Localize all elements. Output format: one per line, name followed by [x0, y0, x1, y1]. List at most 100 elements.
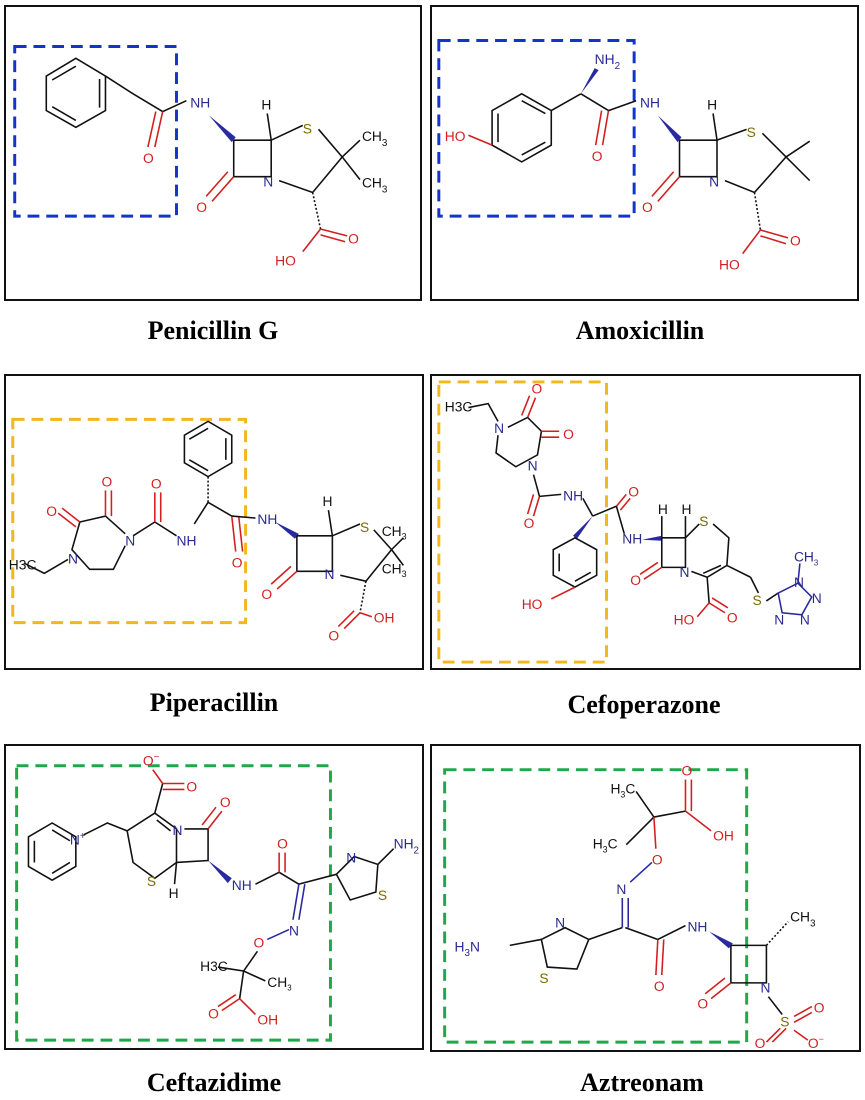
panel-amoxicillin: HO NH2 O NH O N H S O HO [430, 5, 859, 301]
atom-nh: NH [232, 877, 252, 893]
side-chain-highlight-box [437, 380, 609, 664]
panel-penicillin-g: O NH O N H S CH3 CH3 O HO [4, 5, 422, 301]
pyridinium-ring [27, 822, 77, 882]
atom-n: N [709, 174, 719, 190]
caption-penicillin-g: Penicillin G [147, 316, 279, 345]
atom-o: O [102, 473, 113, 489]
atom-o: O [727, 610, 738, 626]
atom-nh: NH [687, 919, 707, 935]
benzene-ring [491, 92, 553, 163]
atom-o: O [652, 851, 663, 867]
atom-o: O [253, 934, 264, 950]
atom-o: O [697, 996, 708, 1012]
atom-o: O [328, 627, 339, 643]
atom-o: O [642, 199, 653, 215]
caption-aztreonam: Aztreonam [580, 1068, 704, 1097]
atom-n: N [173, 822, 183, 838]
atom-ch3: CH3 [790, 909, 816, 930]
atom-h3n: H3N [455, 938, 480, 959]
structure-cefoperazone: H3C N O O N O NH HO O NH H [437, 380, 822, 664]
atom-s: S [699, 513, 708, 529]
caption-cefoperazone: Cefoperazone [567, 690, 721, 719]
panel-ceftazidime: N+ O− O N O S H NH O N O H3C CH3 [4, 744, 424, 1050]
atom-oh: OH [257, 1011, 278, 1027]
atom-ho: HO [445, 128, 466, 144]
atom-nh: NH [563, 487, 583, 503]
panel-cefoperazone: H3C N O O N O NH HO O NH H [430, 374, 861, 670]
thiazole-ring [335, 855, 379, 901]
structure-amoxicillin: HO NH2 O NH O N H S O HO [437, 39, 811, 272]
atom-ho: HO [522, 596, 543, 612]
atom-n: N [555, 915, 565, 931]
atom-o: O [348, 231, 359, 247]
atom-n: N [812, 590, 822, 606]
atom-o: O [143, 150, 154, 166]
atom-s: S [303, 120, 312, 136]
atom-o: O [630, 572, 641, 588]
atom-o: O [524, 515, 535, 531]
atom-h: H [682, 501, 692, 517]
caption-piperacillin: Piperacillin [149, 688, 279, 717]
atom-ch3: CH3 [794, 548, 819, 567]
atom-nh: NH [190, 95, 210, 111]
atom-n: N [774, 612, 784, 628]
atom-h3c: H3C [610, 780, 635, 799]
atom-s: S [747, 124, 756, 140]
atom-n: N [324, 566, 334, 582]
atom-o: O [592, 148, 603, 164]
structure-penicillin-g: O NH O N H S CH3 CH3 O HO [13, 44, 388, 268]
atom-n: N [616, 881, 626, 897]
atom-o: O [186, 778, 197, 794]
atom-h: H [323, 493, 333, 509]
structure-ceftazidime: N+ O− O N O S H NH O N O H3C CH3 [15, 752, 419, 1042]
atom-nh: NH [622, 531, 642, 547]
atom-ch3: CH3 [382, 560, 407, 579]
atom-o: O [654, 978, 665, 994]
atom-o: O [232, 554, 243, 570]
structure-aztreonam: H3C H3C O OH O N O NH CH3 O N S [443, 763, 825, 1051]
atom-ho: HO [674, 612, 695, 628]
atom-o: O [682, 763, 693, 779]
atom-o: O [790, 233, 801, 249]
atom-n: N [68, 550, 78, 566]
atom-nh: NH [640, 95, 660, 111]
atom-nh2: NH2 [595, 51, 620, 72]
atom-oh: OH [374, 610, 395, 626]
atom-oh: OH [713, 828, 734, 844]
atom-h3c: H3C [593, 836, 618, 855]
benzene-ring [45, 57, 107, 129]
atom-n: N [794, 574, 804, 590]
atom-s: S [753, 592, 762, 608]
atom-h: H [261, 97, 271, 113]
atom-n: N [346, 849, 356, 865]
atom-h: H [658, 501, 668, 517]
caption-amoxicillin: Amoxicillin [575, 316, 705, 345]
atom-o: O [628, 483, 639, 499]
tetrazole-ring [777, 582, 813, 616]
atom-n: N [125, 533, 135, 549]
atom-s: S [539, 970, 548, 986]
atom-o: O [220, 794, 231, 810]
side-chain-highlight-box [15, 764, 332, 1042]
atom-o: O [46, 503, 57, 519]
caption-ceftazidime: Ceftazidime [146, 1068, 282, 1097]
atom-n: N [680, 564, 690, 580]
atom-o: O [261, 586, 272, 602]
atom-h: H [169, 885, 179, 901]
atom-o-minus: O− [143, 752, 160, 769]
side-chain-highlight-box [13, 44, 178, 218]
atom-h3c: H3C [200, 958, 228, 974]
atom-h: H [707, 97, 717, 113]
panel-piperacillin: NH O O N O O N H3C NH O N H S [4, 374, 424, 670]
atom-s: S [378, 887, 387, 903]
benzene-ring [183, 420, 233, 478]
atom-s: S [780, 1013, 789, 1029]
atom-nh2: NH2 [394, 836, 419, 857]
atom-s: S [360, 519, 369, 535]
atom-o: O [532, 381, 543, 397]
atom-nh: NH [257, 511, 277, 527]
structure-piperacillin: NH O O N O O N H3C NH O N H S [9, 417, 407, 643]
atom-s: S [147, 873, 156, 889]
atom-ch3: CH3 [362, 128, 388, 149]
thiazole-ring [540, 926, 590, 970]
